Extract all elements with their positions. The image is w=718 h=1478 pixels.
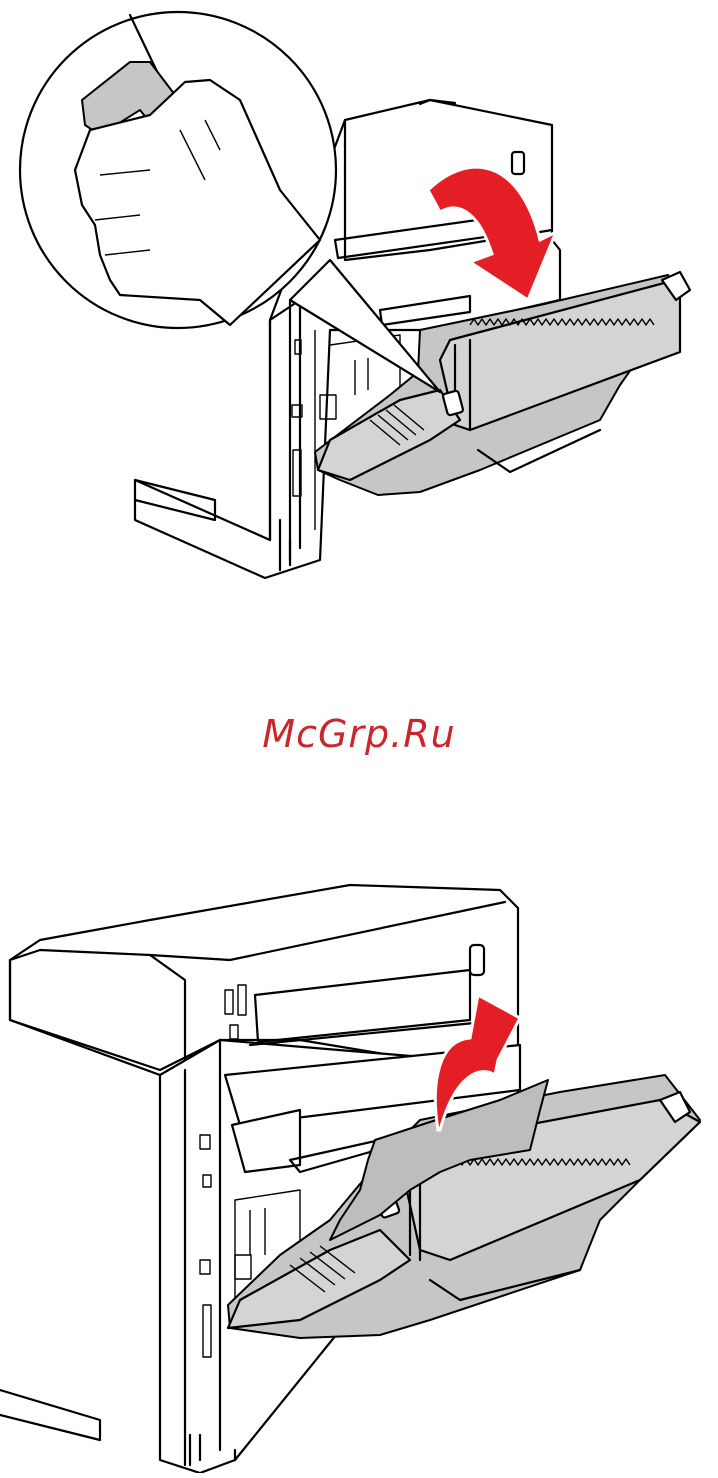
latch-slot-2 [470, 945, 484, 975]
latch-slot [512, 152, 524, 174]
printer-rear-drawing [0, 0, 718, 600]
printer-duplex-open-illustration [0, 0, 718, 600]
watermark: McGrp.Ru [0, 712, 718, 756]
printer-paper-removal-illustration [0, 860, 718, 1473]
printer-rear-drawing-2 [0, 860, 718, 1473]
